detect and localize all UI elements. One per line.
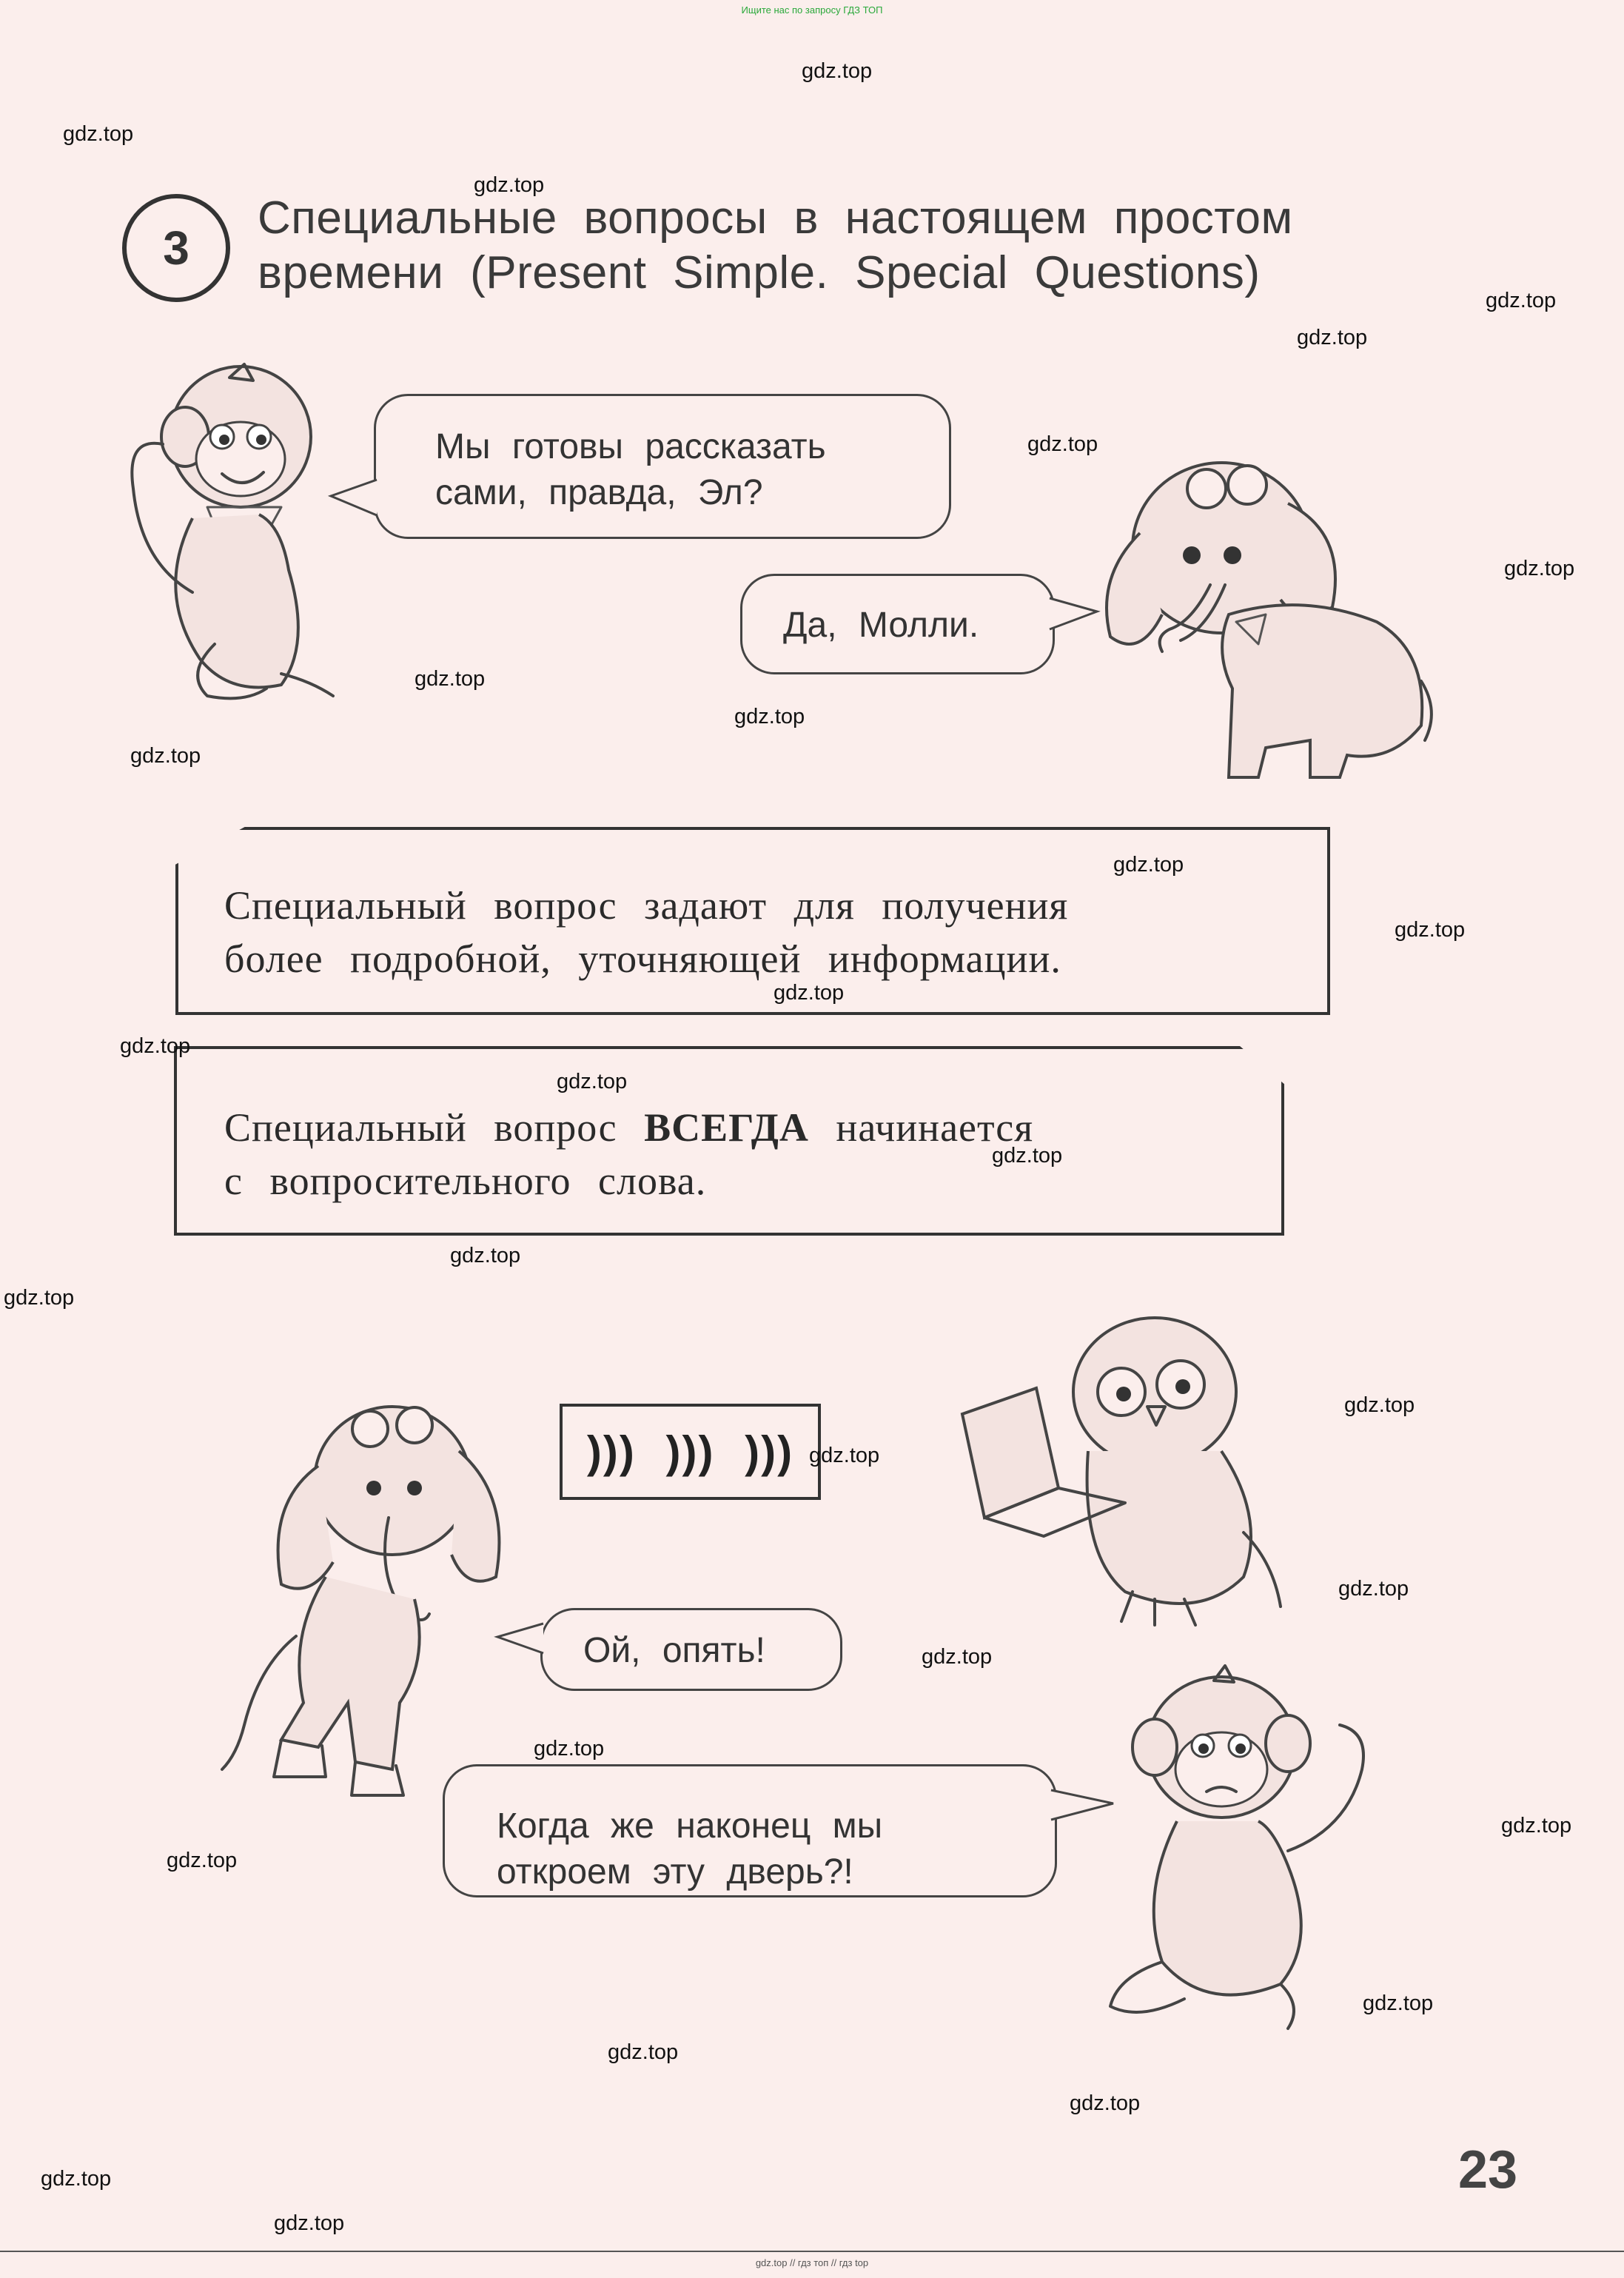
watermark: gdz.top [274, 2211, 345, 2235]
watermark: gdz.top [1501, 1814, 1572, 1838]
rule-2-line-1: Специальный вопрос ВСЕГДА начинается [224, 1101, 1281, 1154]
watermark: gdz.top [63, 122, 134, 146]
speech-bubble-molly-top: Мы готовы рассказать сами, правда, Эл? [374, 394, 951, 539]
watermark: gdz.top [474, 173, 545, 197]
watermark: gdz.top [1486, 289, 1557, 312]
speech-bubble-el-bottom: Ой, опять! [540, 1608, 842, 1691]
speech-bubble-molly-bottom: Когда же наконец мы откроем эту дверь?! [443, 1764, 1057, 1897]
monkey-sitting-icon [1109, 1664, 1365, 2030]
bubble-tail-el-bottom [494, 1622, 544, 1655]
watermark: gdz.top [1363, 1991, 1434, 2015]
rule-2-text-after: начинается [836, 1105, 1034, 1150]
owl-with-laptop-icon [960, 1316, 1282, 1627]
rule-box-2: Специальный вопрос ВСЕГДА начинается с в… [174, 1046, 1284, 1236]
rule-2-emphasis: ВСЕГДА [644, 1105, 809, 1150]
watermark: gdz.top [1504, 557, 1575, 580]
bubble-tail-molly-bottom [1050, 1789, 1114, 1821]
watermark: gdz.top [774, 981, 845, 1005]
watermark: gdz.top [809, 1444, 880, 1467]
watermark: gdz.top [608, 2040, 679, 2064]
bottom-banner: gdz.top // гдз топ // гдз top [755, 2257, 869, 2268]
watermark: gdz.top [1027, 432, 1098, 456]
monkey-molly-icon [130, 363, 335, 700]
watermark: gdz.top [1344, 1393, 1415, 1417]
watermark: gdz.top [1113, 853, 1184, 877]
bubble-tail-left [327, 478, 378, 517]
watermark: gdz.top [1297, 326, 1368, 349]
elephant-el-icon [1105, 461, 1433, 779]
molly-line-2: сами, правда, Эл? [435, 473, 763, 512]
molly-bottom-line-1: Когда же наконец мы [497, 1806, 883, 1846]
top-banner: Ищите нас по запросу ГДЗ ТОП [741, 4, 883, 16]
molly-bottom-line-2: откроем эту дверь?! [497, 1852, 853, 1892]
watermark: gdz.top [802, 59, 873, 83]
watermark: gdz.top [534, 1737, 605, 1761]
molly-line-1: Мы готовы рассказать [435, 427, 826, 466]
watermark: gdz.top [167, 1849, 238, 1872]
watermark: gdz.top [734, 705, 805, 728]
rule-2-line-2: с вопросительного слова. [224, 1159, 707, 1203]
bottom-divider [0, 2251, 1624, 2252]
watermark: gdz.top [557, 1070, 628, 1093]
page-number: 23 [1458, 2140, 1518, 2200]
watermark: gdz.top [1395, 918, 1466, 942]
watermark: gdz.top [41, 2167, 112, 2191]
watermark: gdz.top [120, 1034, 191, 1058]
elephant-el-standing-icon [221, 1405, 501, 1797]
exercise-title: Специальные вопросы в настоящем простом … [258, 191, 1457, 301]
sound-effect-box: ))) ))) ))) [560, 1404, 821, 1500]
speech-bubble-el-top: Да, Молли. [740, 574, 1055, 674]
rule-2-text-before: Специальный вопрос [224, 1105, 617, 1150]
watermark: gdz.top [130, 744, 201, 768]
bubble-tail-right [1049, 597, 1101, 631]
watermark: gdz.top [450, 1244, 521, 1267]
watermark: gdz.top [415, 667, 486, 691]
rule-1-line-2: более подробной, уточняющей информации. [224, 937, 1061, 981]
watermark: gdz.top [1070, 2091, 1141, 2115]
rule-box-1: Специальный вопрос задают для получения … [175, 827, 1330, 1015]
watermark: gdz.top [1338, 1577, 1409, 1601]
exercise-number: 3 [122, 194, 230, 302]
watermark: gdz.top [4, 1286, 75, 1310]
rule-1-line-1: Специальный вопрос задают для получения [224, 883, 1069, 928]
title-line-1: Специальные вопросы в настоящем простом [258, 192, 1293, 244]
title-line-2: времени (Present Simple. Special Questio… [258, 247, 1261, 298]
watermark: gdz.top [992, 1144, 1063, 1168]
watermark: gdz.top [922, 1645, 993, 1669]
